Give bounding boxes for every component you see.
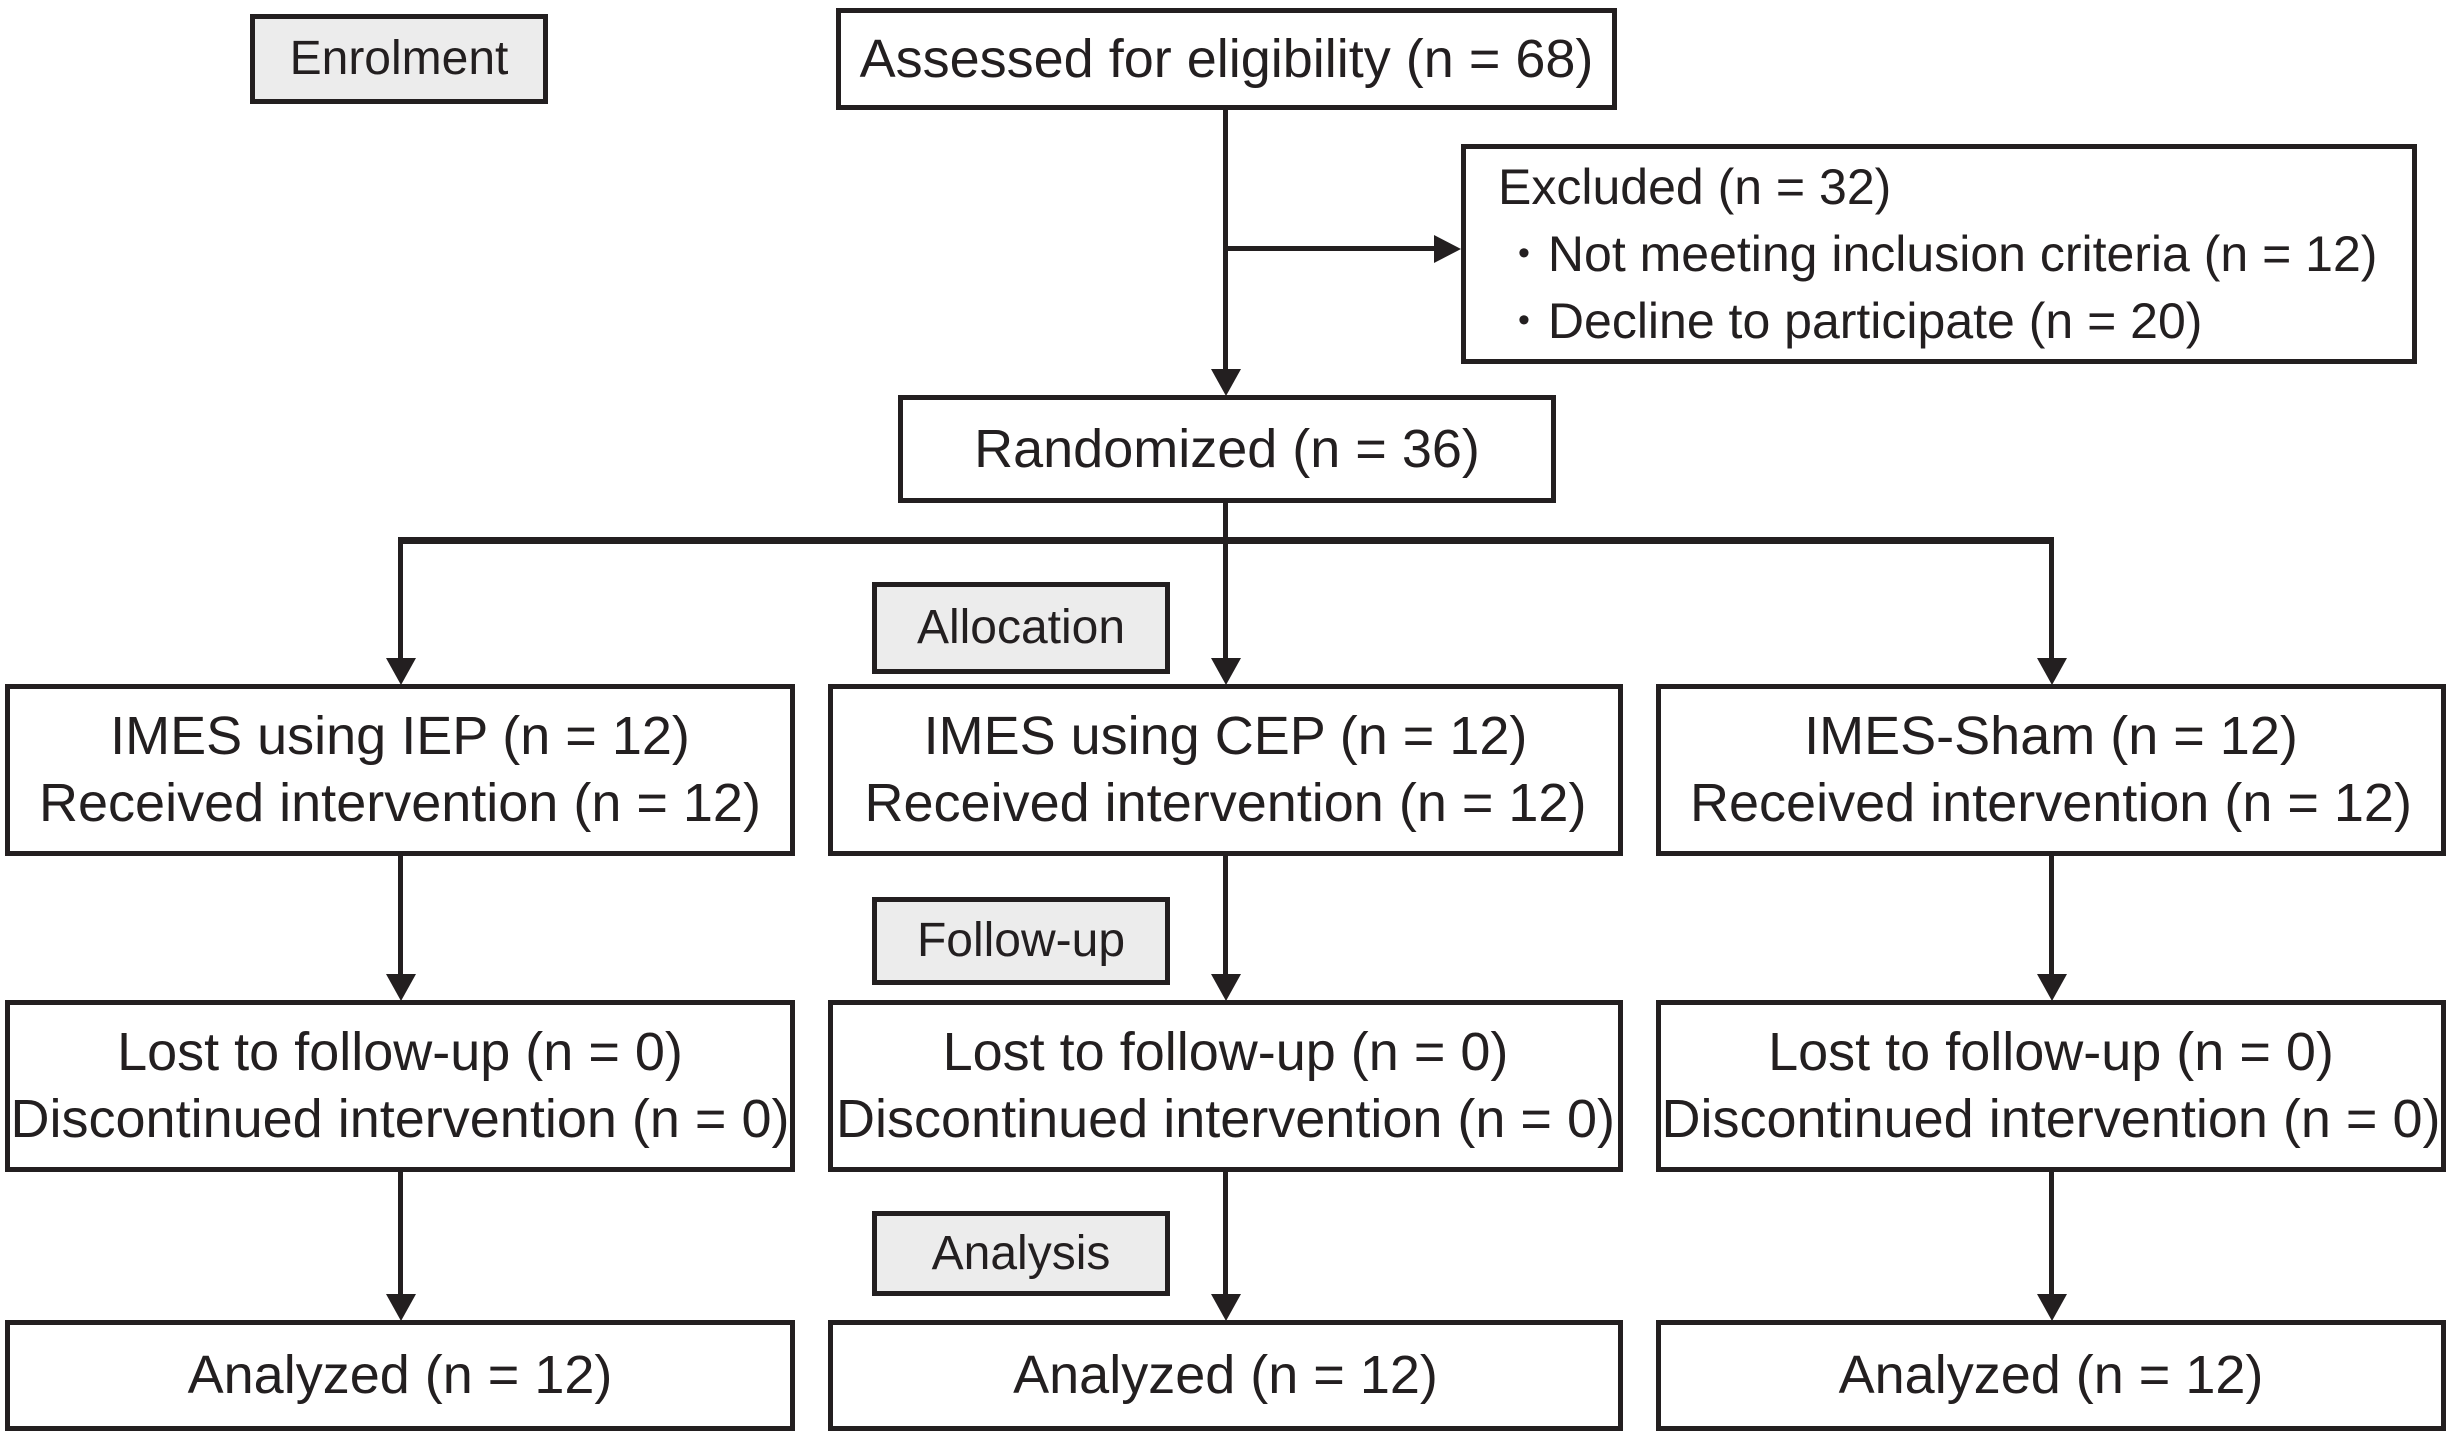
connector-to-excluded — [1223, 246, 1435, 251]
followup-sham-line1: Lost to follow-up (n = 0) — [1768, 1022, 2334, 1083]
node-randomized-text: Randomized (n = 36) — [974, 418, 1480, 479]
node-followup-imes-sham: Lost to follow-up (n = 0) Discontinued i… — [1656, 1000, 2446, 1172]
followup-cep-line1: Lost to follow-up (n = 0) — [942, 1022, 1509, 1083]
excluded-title: Excluded (n = 32) — [1498, 158, 1892, 215]
stage-label-enrolment: Enrolment — [250, 14, 548, 104]
bullet-icon: • — [1518, 234, 1530, 273]
allocation-sham-line2: Received intervention (n = 12) — [1690, 773, 2412, 833]
arrowhead-into-followup-cep — [1211, 974, 1241, 1001]
connector-randomization-split — [398, 537, 2054, 544]
followup-iep-line1: Lost to follow-up (n = 0) — [117, 1022, 683, 1083]
arrowhead-into-allocation-sham — [2037, 658, 2067, 685]
node-allocation-imes-cep: IMES using CEP (n = 12) Received interve… — [828, 684, 1623, 856]
arrowhead-into-analyzed-cep — [1211, 1294, 1241, 1321]
bullet-icon: • — [1518, 301, 1530, 340]
stage-label-analysis: Analysis — [872, 1211, 1170, 1296]
stage-label-allocation: Allocation — [872, 582, 1170, 674]
allocation-cep-line2: Received intervention (n = 12) — [864, 773, 1587, 833]
node-followup-imes-iep: Lost to follow-up (n = 0) Discontinued i… — [5, 1000, 795, 1172]
arrowhead-into-analyzed-sham — [2037, 1294, 2067, 1321]
stage-label-enrolment-text: Enrolment — [289, 32, 509, 86]
connector-allocation-to-followup-iep — [398, 856, 403, 974]
analyzed-cep-text: Analyzed (n = 12) — [1013, 1345, 1438, 1406]
arrowhead-into-excluded — [1434, 235, 1461, 263]
stage-label-analysis-text: Analysis — [931, 1226, 1111, 1280]
allocation-sham-line1: IMES-Sham (n = 12) — [1804, 706, 2298, 767]
allocation-iep-line2: Received intervention (n = 12) — [39, 773, 761, 833]
excluded-bullet-1-text: Not meeting inclusion criteria (n = 12) — [1547, 225, 2378, 282]
stage-label-allocation-text: Allocation — [916, 601, 1126, 655]
analyzed-iep-text: Analyzed (n = 12) — [187, 1345, 613, 1406]
followup-sham-line2: Discontinued intervention (n = 0) — [1661, 1089, 2441, 1149]
node-analyzed-imes-sham: Analyzed (n = 12) — [1656, 1320, 2446, 1431]
connector-split-to-sham — [2049, 537, 2054, 658]
arrowhead-into-analyzed-iep — [386, 1294, 416, 1321]
node-assessed-text: Assessed for eligibility (n = 68) — [859, 28, 1594, 89]
connector-split-to-iep — [398, 537, 403, 658]
arrowhead-into-allocation-cep — [1211, 658, 1241, 685]
analyzed-sham-text: Analyzed (n = 12) — [1838, 1345, 2264, 1406]
arrowhead-into-followup-iep — [386, 974, 416, 1001]
excluded-bullet-2-text: Decline to participate (n = 20) — [1547, 292, 2203, 349]
arrowhead-into-randomized — [1211, 369, 1241, 396]
stage-label-followup: Follow-up — [872, 897, 1170, 985]
arrowhead-into-allocation-iep — [386, 658, 416, 685]
node-analyzed-imes-iep: Analyzed (n = 12) — [5, 1320, 795, 1431]
stage-label-followup-text: Follow-up — [916, 914, 1126, 968]
connector-randomized-to-cep — [1223, 503, 1228, 658]
excluded-bullet-2: • Decline to participate (n = 20) — [1498, 288, 2202, 355]
arrowhead-into-followup-sham — [2037, 974, 2067, 1001]
excluded-bullet-1: • Not meeting inclusion criteria (n = 12… — [1498, 221, 2377, 288]
node-assessed-for-eligibility: Assessed for eligibility (n = 68) — [836, 8, 1617, 110]
connector-allocation-to-followup-sham — [2049, 856, 2054, 974]
connector-assessed-to-randomized — [1223, 110, 1228, 369]
connector-allocation-to-followup-cep — [1223, 856, 1228, 974]
followup-iep-line2: Discontinued intervention (n = 0) — [10, 1089, 790, 1149]
connector-followup-to-analysis-cep — [1223, 1172, 1228, 1294]
allocation-iep-line1: IMES using IEP (n = 12) — [110, 706, 690, 767]
node-excluded: Excluded (n = 32) • Not meeting inclusio… — [1461, 144, 2417, 364]
followup-cep-line2: Discontinued intervention (n = 0) — [836, 1089, 1615, 1149]
allocation-cep-line1: IMES using CEP (n = 12) — [923, 706, 1528, 767]
node-followup-imes-cep: Lost to follow-up (n = 0) Discontinued i… — [828, 1000, 1623, 1172]
node-randomized: Randomized (n = 36) — [898, 395, 1556, 503]
connector-followup-to-analysis-iep — [398, 1172, 403, 1294]
connector-followup-to-analysis-sham — [2049, 1172, 2054, 1294]
node-allocation-imes-iep: IMES using IEP (n = 12) Received interve… — [5, 684, 795, 856]
node-analyzed-imes-cep: Analyzed (n = 12) — [828, 1320, 1623, 1431]
node-allocation-imes-sham: IMES-Sham (n = 12) Received intervention… — [1656, 684, 2446, 856]
